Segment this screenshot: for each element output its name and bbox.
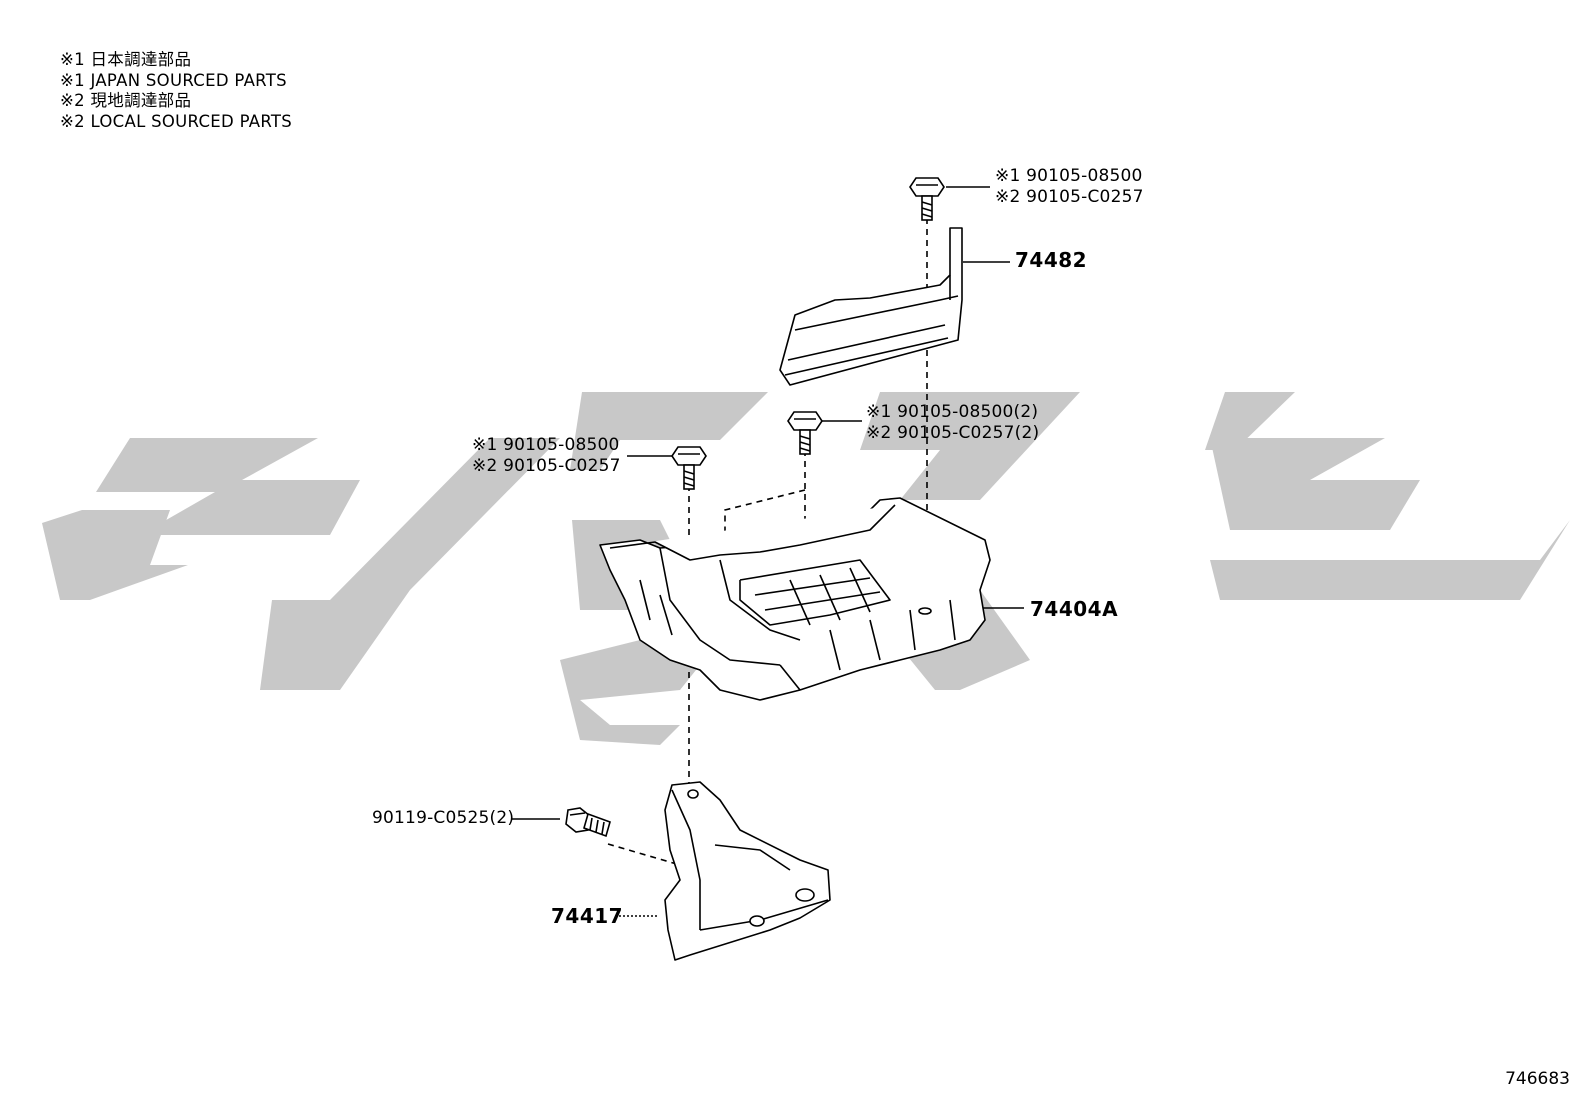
bolt-middle-right-icon <box>787 411 823 455</box>
sourcing-notes: ※1 日本調達部品 ※1 JAPAN SOURCED PARTS ※2 現地調達… <box>60 50 292 132</box>
callout-line: ※2 90105-C0257 <box>472 455 621 476</box>
note-line: ※2 LOCAL SOURCED PARTS <box>60 111 293 131</box>
bolt-middle-left-callout: ※1 90105-08500 ※2 90105-C0257 <box>472 435 621 477</box>
bolt-top-callout: ※1 90105-08500 ※2 90105-C0257 <box>995 166 1144 208</box>
illustration-id: 746683 <box>1505 1069 1570 1089</box>
bolt-middle-right-callout: ※1 90105-08500(2) ※2 90105-C0257(2) <box>866 402 1039 444</box>
callout-line: ※2 90105-C0257 <box>995 186 1144 207</box>
part-number-74482[interactable]: 74482 <box>1015 248 1088 272</box>
callout-line: ※1 90105-08500 <box>995 166 1143 186</box>
screw-90119-icon <box>565 807 611 838</box>
note-line: ※2 現地調達部品 <box>60 91 192 111</box>
bracket-74482-illustration <box>779 227 963 386</box>
part-number-74404A[interactable]: 74404A <box>1030 597 1119 621</box>
note-line: ※1 JAPAN SOURCED PARTS <box>60 70 287 90</box>
bracket-74417-illustration <box>664 781 831 961</box>
part-number-90119-C0525[interactable]: 90119-C0525(2) <box>372 808 515 828</box>
bolt-top-icon <box>909 177 945 221</box>
note-line: ※1 日本調達部品 <box>60 50 192 69</box>
watermark-logo <box>42 392 1570 745</box>
callout-line: ※1 90105-08500 <box>472 435 620 455</box>
callout-line: ※1 90105-08500(2) <box>866 402 1039 422</box>
callout-line: ※2 90105-C0257(2) <box>866 422 1040 443</box>
bolt-middle-left-icon <box>671 446 707 490</box>
part-number-74417[interactable]: 74417 <box>551 904 624 928</box>
battery-tray-74404A-illustration <box>599 497 991 701</box>
